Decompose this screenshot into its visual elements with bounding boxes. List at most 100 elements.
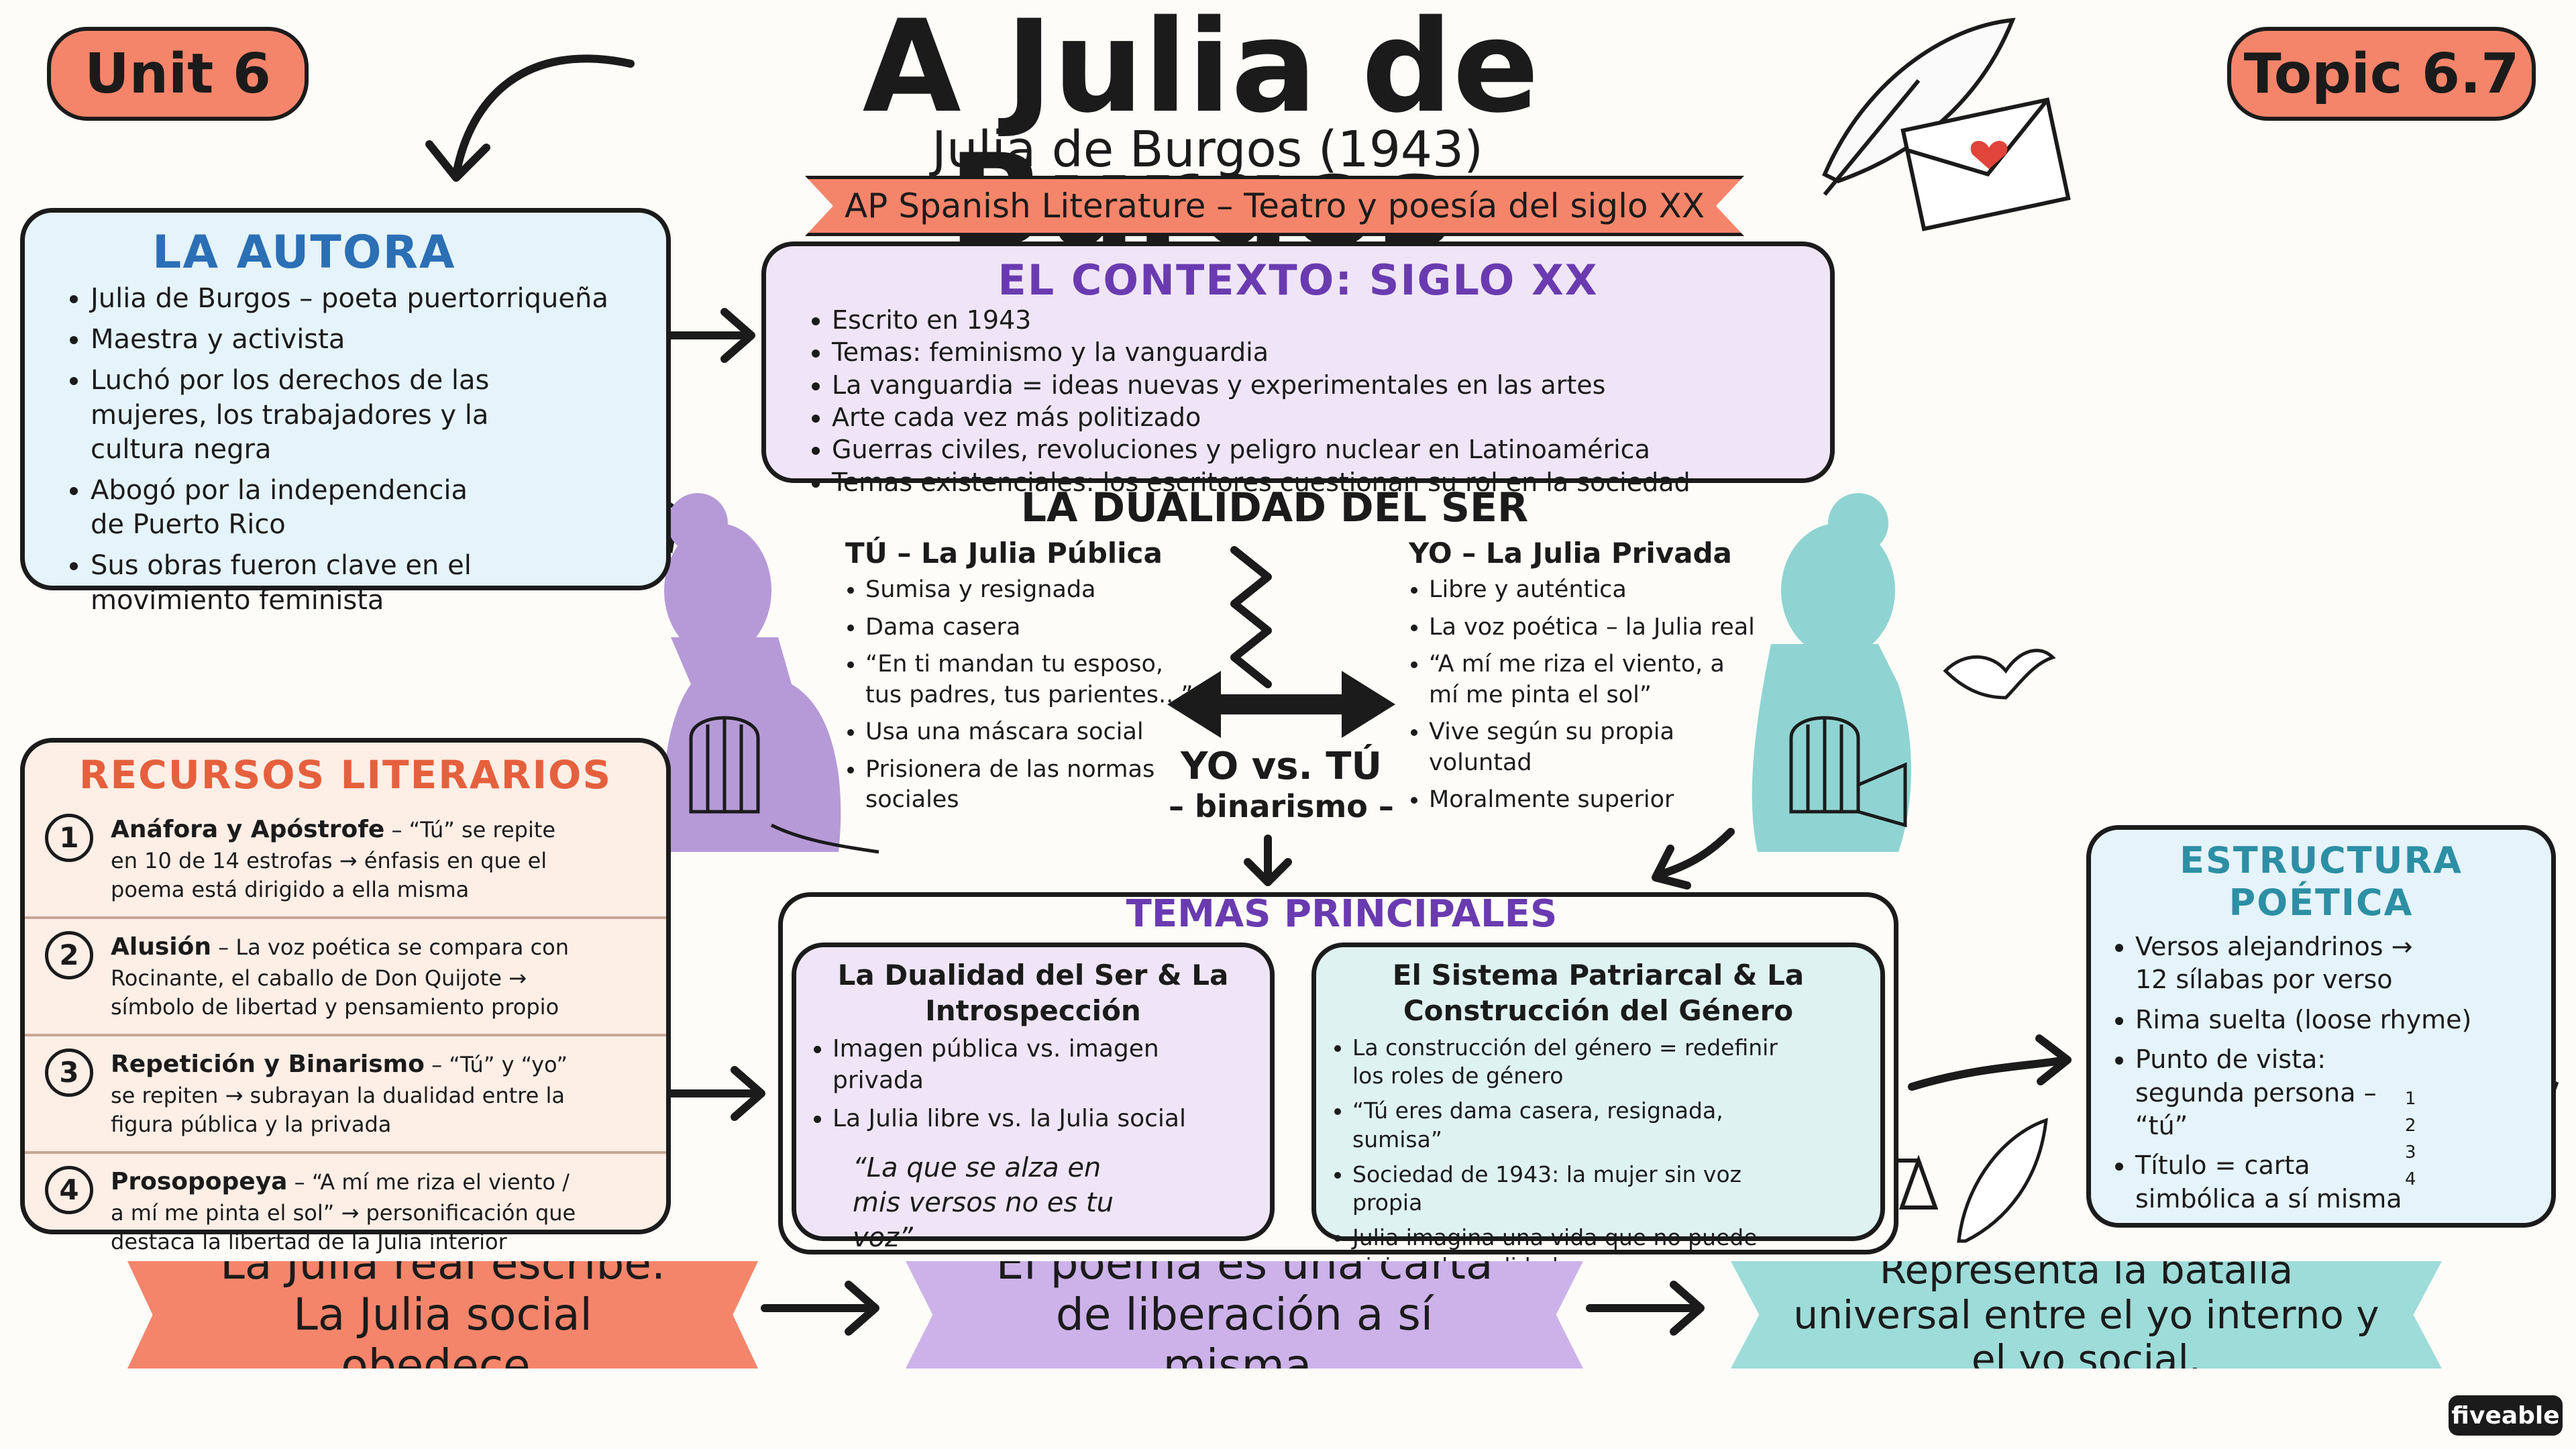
yo-column: YO – La Julia Privada Libre y auténtica … (1409, 537, 1758, 832)
temas-right-item: Sociedad de 1943: la mujer sin voz propi… (1352, 1161, 1782, 1217)
estructura-title: ESTRUCTURA POÉTICA (2180, 839, 2463, 924)
yo-item: “A mí me riza el viento, a mí me pinta e… (1429, 649, 1758, 710)
autora-card: LA AUTORA Julia de Burgos – poeta puerto… (20, 208, 671, 616)
zigzag-divider (1230, 546, 1272, 688)
yo-item: Moralmente superior (1429, 785, 1758, 816)
arrow-ribbon-1-2 (761, 1281, 879, 1336)
recurso-number: 4 (45, 1165, 93, 1214)
arrow-recursos-temas (667, 1066, 765, 1121)
contexto-card: EL CONTEXTO: SIGLO XX Escrito en 1943 Te… (761, 241, 1835, 497)
bird-icon (1943, 649, 2056, 700)
yo-item: Vive según su propia voluntad (1429, 717, 1758, 778)
contexto-item: Temas existenciales: los escritores cues… (832, 467, 1803, 498)
yo-list: Libre y auténtica La voz poética – la Ju… (1409, 575, 1758, 816)
checklist-number: 2 (2405, 1116, 2416, 1136)
quill-icon (1957, 1118, 2048, 1243)
temas-right-card: El Sistema Patriarcal & La Construcción … (1311, 943, 1885, 1279)
estructura-list: Versos alejandrinos → 12 sílabas por ver… (2111, 930, 2471, 1216)
estructura-item: Título = carta simbólica a sí misma (2135, 1149, 2430, 1216)
temas-left-quote: “La que se alza en mis versos no es tu v… (853, 1152, 1114, 1254)
temas-left-item: Imagen pública vs. imagen privada (833, 1034, 1254, 1097)
contexto-title: EL CONTEXTO: SIGLO XX (998, 256, 1599, 305)
autora-item: Sus obras fueron clave en el movimiento … (91, 549, 500, 617)
binarismo-text: – binarismo – (1169, 788, 1394, 824)
checklist-number: 3 (2405, 1142, 2416, 1163)
temas-left-card: La Dualidad del Ser & La Introspección I… (792, 943, 1275, 1253)
estructura-card: ESTRUCTURA POÉTICA Versos alejandrinos →… (2086, 825, 2556, 1228)
ribbon-batalla: Representa la batalla universal entre el… (1731, 1261, 2442, 1368)
tu-item: “En ti mandan tu esposo, tus padres, tus… (865, 649, 1194, 710)
unit-badge: Unit 6 (47, 27, 309, 121)
brand-logo: fiveable (2449, 1395, 2563, 1436)
arrow-dualidad-down (1244, 835, 1292, 886)
double-arrow (1167, 671, 1395, 738)
autora-item: Abogó por la independencia de Puerto Ric… (91, 474, 500, 542)
arrow-yo-down (1652, 828, 1735, 890)
open-cage-icon (1789, 716, 1907, 828)
autora-item: Julia de Burgos – poeta puertorriqueña (91, 282, 639, 316)
recurso-number: 3 (45, 1048, 93, 1097)
yo-item: La voz poética – la Julia real (1429, 612, 1758, 643)
recurso-name: Alusión (111, 932, 211, 961)
feather-envelope-icon (1822, 17, 2071, 231)
ribbon-real-social: La Julia real escribe. La Julia social o… (127, 1261, 758, 1368)
tu-item: Sumisa y resignada (865, 575, 1194, 606)
recurso-item: 1 Anáfora y Apóstrofe – “Tú” se repite e… (25, 802, 666, 919)
dualidad-title: LA DUALIDAD DEL SER (1020, 484, 1529, 531)
temas-left-list: Imagen pública vs. imagen privada La Jul… (812, 1034, 1254, 1134)
ribbon-carta-text: El poema es una carta de liberación a sí… (996, 1238, 1493, 1391)
temas-right-title: El Sistema Patriarcal & La Construcción … (1392, 959, 1805, 1027)
curved-arrow-title-head (425, 140, 490, 182)
recurso-item: 2 Alusión – La voz poética se compara co… (25, 919, 666, 1036)
yo-item: Libre y auténtica (1429, 575, 1758, 606)
tu-item: Dama casera (865, 612, 1194, 643)
autora-title: LA AUTORA (152, 226, 456, 279)
tu-column: TÚ – La Julia Pública Sumisa y resignada… (845, 537, 1194, 832)
tu-title: TÚ – La Julia Pública (845, 537, 1163, 570)
arrow-autora-contexto (667, 308, 755, 363)
contexto-item: Arte cada vez más politizado (832, 402, 1803, 433)
autora-item: Luchó por los derechos de las mujeres, l… (91, 364, 500, 467)
curved-arrow-title (452, 54, 635, 178)
recurso-number: 2 (45, 930, 93, 979)
recurso-item: 4 Prosopopeya – “A mí me riza el viento … (25, 1154, 666, 1269)
temas-title: TEMAS PRINCIPALES (1126, 892, 1558, 936)
estructura-item: Rima suelta (loose rhyme) (2135, 1004, 2484, 1036)
contexto-item: La vanguardia = ideas nuevas y experimen… (832, 370, 1803, 400)
autora-item: Maestra y activista (91, 323, 639, 357)
recurso-text: – La voz poética se compara con Rocinant… (111, 934, 569, 1020)
topic-badge: Topic 6.7 (2227, 27, 2536, 121)
ribbon-carta: El poema es una carta de liberación a sí… (906, 1261, 1583, 1368)
recursos-card: RECURSOS LITERARIOS 1 Anáfora y Apóstrof… (20, 738, 671, 1254)
contexto-list: Escrito en 1943 Temas: feminismo y la va… (793, 305, 1803, 498)
ribbon-real-social-text: La Julia real escribe. La Julia social o… (220, 1238, 665, 1391)
page-subtitle: Julia de Burgos (1943) (932, 121, 1483, 178)
arrow-ribbon-2-3 (1586, 1281, 1705, 1336)
temas-right-item: “Tú eres dama casera, resignada, sumisa” (1352, 1097, 1782, 1153)
recurso-text: – “Tú” y “yo” se repiten → subrayan la d… (111, 1051, 568, 1137)
estructura-item: Punto de vista: segunda persona – “tú” (2135, 1043, 2430, 1142)
tu-item: Prisionera de las normas sociales (865, 755, 1194, 816)
private-julia-silhouette (1752, 493, 1911, 852)
contexto-item: Escrito en 1943 (832, 305, 1803, 335)
course-banner-text: AP Spanish Literature – Teatro y poesía … (844, 186, 1705, 225)
checklist-number: 1 (2405, 1089, 2416, 1109)
temas-right-item: La construcción del género = redefinir l… (1352, 1034, 1782, 1090)
temas-left-title: La Dualidad del Ser & La Introspección (837, 959, 1229, 1027)
yo-vs-tu: YO vs. TÚ (1181, 745, 1382, 788)
contexto-item: Guerras civiles, revoluciones y peligro … (832, 434, 1803, 465)
arrow-temas-estructura (1908, 1034, 2072, 1091)
yo-title: YO – La Julia Privada (1409, 537, 1732, 570)
checklist-number: 4 (2405, 1169, 2416, 1189)
temas-left-item: La Julia libre vs. la Julia social (833, 1104, 1254, 1135)
checklist-numbers: 1 2 3 4 (2405, 1085, 2425, 1193)
recurso-text: – “Tú” se repite en 10 de 14 estrofas → … (111, 817, 556, 902)
recurso-number: 1 (45, 814, 93, 862)
recurso-item: 3 Repetición y Binarismo – “Tú” y “yo” s… (25, 1036, 666, 1154)
page-title: A Julia de Burgos (862, 0, 1540, 268)
tu-item: Usa una máscara social (865, 717, 1194, 748)
temas-right-list: La construcción del género = redefinir l… (1332, 1034, 1782, 1281)
recurso-name: Repetición y Binarismo (111, 1050, 425, 1078)
binarismo-label: YO vs. TÚ – binarismo – (1140, 745, 1422, 839)
ribbon-batalla-text: Representa la batalla universal entre el… (1793, 1246, 2379, 1383)
